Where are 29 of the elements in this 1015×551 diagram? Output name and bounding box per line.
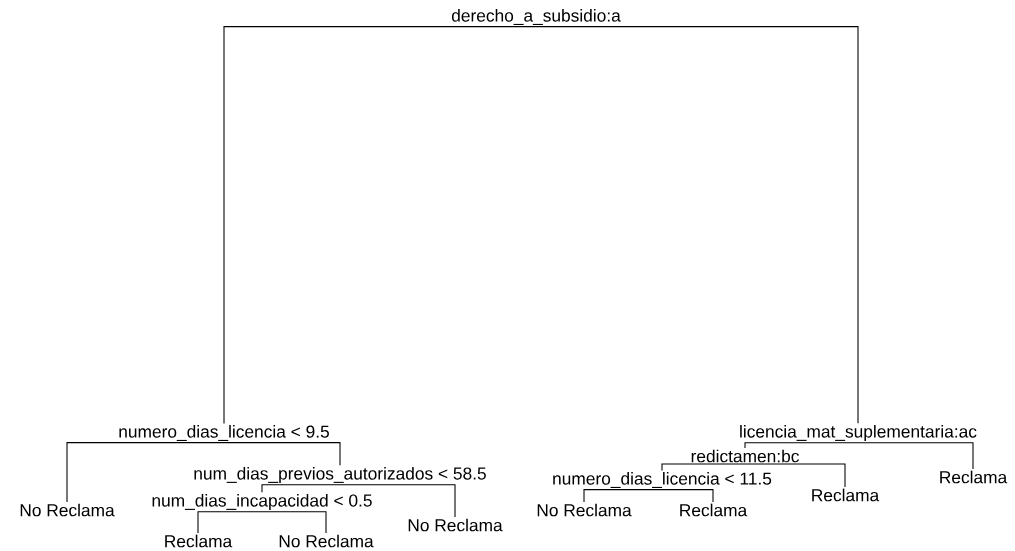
leaf-label: No Reclama — [537, 503, 632, 517]
split-label: num_dias_previos_autorizados < 58.5 — [194, 466, 486, 484]
tree-branch — [857, 442, 974, 470]
leaf-label: No Reclama — [279, 534, 374, 548]
tree-branch — [66, 442, 225, 503]
tree-branch — [223, 442, 341, 466]
leaf-label: Reclama — [940, 470, 1008, 484]
leaf-label: No Reclama — [408, 518, 503, 532]
split-label: num_dias_incapacidad < 0.5 — [152, 493, 372, 511]
tree-branch — [339, 484, 456, 518]
leaf-label: Reclama — [165, 534, 233, 548]
tree-branch — [223, 26, 537, 424]
tree-branch — [583, 489, 663, 503]
split-label: redictamen:bc — [691, 449, 799, 463]
split-label: derecho_a_subsidio:a — [451, 9, 621, 25]
tree-branch — [261, 511, 327, 534]
tree-branch — [535, 26, 859, 424]
leaf-label: No Reclama — [20, 503, 115, 517]
tree-branch — [261, 484, 341, 493]
tree-branch — [661, 463, 746, 471]
tree-branch — [744, 442, 859, 449]
leaf-label: Reclama — [812, 488, 880, 502]
tree-branch — [197, 511, 263, 534]
split-label: numero_dias_licencia < 11.5 — [553, 472, 772, 488]
split-label: numero_dias_licencia < 9.5 — [119, 425, 329, 441]
leaf-label: Reclama — [680, 503, 748, 517]
tree-branch — [744, 463, 846, 488]
split-label: licencia_mat_suplementaria:ac — [740, 424, 977, 442]
tree-branch — [661, 489, 714, 503]
